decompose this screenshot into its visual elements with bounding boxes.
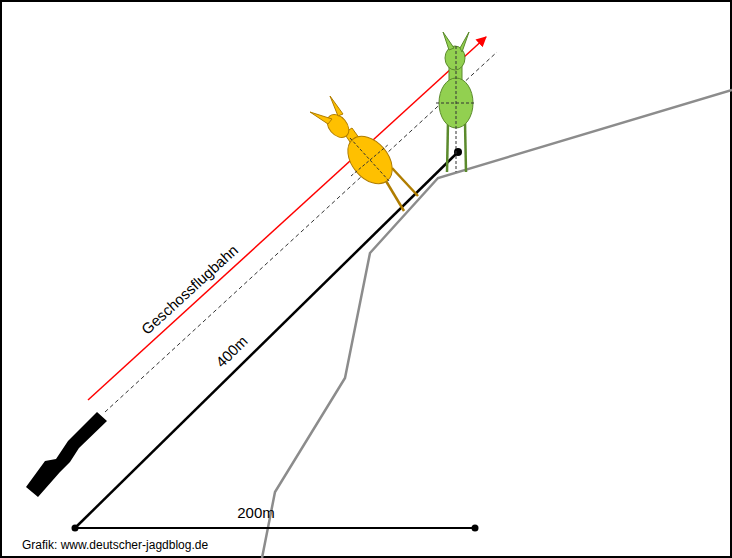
rifle-symbol <box>26 412 107 497</box>
end-dot <box>454 148 462 156</box>
horizontal-line <box>75 527 475 529</box>
distance-line <box>75 152 458 528</box>
end-dot <box>72 525 79 532</box>
bore-line <box>105 52 497 412</box>
distance-label: 200m <box>237 505 275 522</box>
green-deer <box>436 32 476 172</box>
terrain-line <box>262 90 732 558</box>
orange-deer <box>310 96 418 211</box>
end-dot <box>472 525 479 532</box>
credit-label: Grafik: www.deutscher-jagdblog.de <box>22 539 208 552</box>
trajectory-arrow <box>88 37 486 400</box>
